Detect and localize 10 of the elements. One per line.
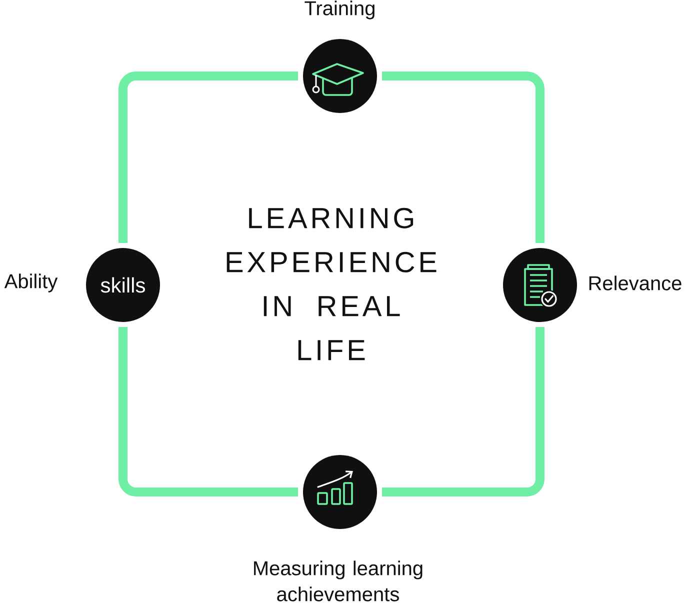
step-label: Measuring learning achievements bbox=[254, 560, 422, 602]
circle-badge: skills bbox=[86, 248, 160, 322]
connector-line bbox=[382, 327, 544, 496]
connector-line bbox=[382, 72, 544, 243]
step-label: Relevance bbox=[589, 276, 682, 290]
center-heading: LEARNING EXPERIENCE IN REAL LIFE bbox=[226, 208, 436, 360]
step-label: Ability bbox=[4, 274, 58, 292]
connector-line bbox=[118, 72, 298, 243]
step-label: Training bbox=[304, 0, 374, 20]
connector-line bbox=[118, 327, 298, 496]
